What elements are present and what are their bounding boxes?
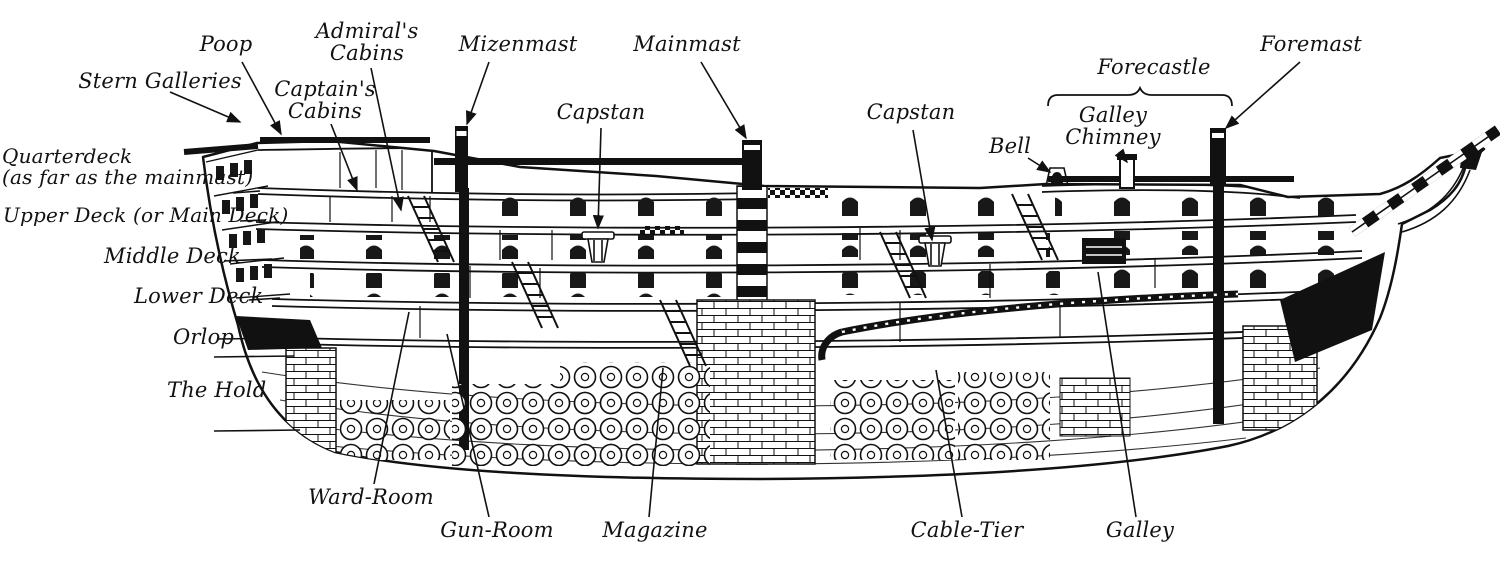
leader-cable-tier: [935, 369, 963, 518]
label-orlop: Orlop: [173, 325, 235, 349]
hull-interior: [205, 147, 1385, 466]
stern-masonry: [285, 347, 337, 461]
leader-capstan-aft: [592, 127, 604, 230]
leader-middle-deck: [223, 258, 273, 262]
galley-stove: [1082, 238, 1126, 264]
label-middle-deck: Middle Deck: [104, 244, 241, 268]
foremast-lower: [1213, 184, 1224, 424]
label-magazine: Magazine: [602, 518, 708, 542]
stern-galleries-shape: [205, 149, 291, 299]
leader-galley-chimney: [1114, 148, 1128, 164]
galley-chimney-shape: [1117, 154, 1137, 189]
leader-foremast: [1224, 61, 1301, 130]
label-lower-deck: Lower Deck: [134, 284, 264, 308]
label-mainmast: Mainmast: [633, 32, 741, 56]
hatch-grating: [768, 188, 828, 198]
leader-quarterdeck: [232, 190, 261, 194]
leader-galley: [1097, 271, 1137, 518]
label-forecastle: Forecastle: [1097, 55, 1211, 79]
leader-gun-room: [446, 333, 490, 518]
leader-orlop: [216, 337, 293, 340]
label-the-hold: The Hold: [167, 378, 267, 402]
label-cable-tier: Cable-Tier: [910, 518, 1024, 542]
forecastle-brace: [1047, 85, 1233, 107]
label-galley-chimney: Galley Chimney: [1065, 103, 1161, 150]
bow-waterline-black: [1280, 252, 1385, 362]
leader-mainmast: [700, 61, 747, 140]
leader-ward-room: [373, 311, 410, 485]
label-ward-room: Ward-Room: [308, 485, 434, 509]
label-quarterdeck: Quarterdeck (as far as the mainmast): [2, 144, 254, 190]
label-capstan-aft: Capstan: [556, 100, 646, 124]
leader-stern-galleries: [169, 91, 242, 123]
gunports: [300, 194, 1340, 297]
capstan-aft-shape: [581, 231, 615, 263]
hold-barrels: [340, 362, 1131, 466]
leader-mizenmast: [466, 61, 490, 126]
magazine-structure: [696, 299, 816, 465]
leader-poop: [241, 61, 282, 136]
label-captains-cabins: Captain's Cabins: [274, 77, 376, 124]
anchor-cable: [818, 290, 1239, 361]
bulwark-rails: [260, 137, 1294, 182]
label-poop: Poop: [199, 32, 253, 56]
label-capstan-fore: Capstan: [866, 100, 956, 124]
leader-captains-cabins: [330, 123, 358, 192]
bell-shape: [1045, 167, 1069, 187]
stern-spar: [183, 143, 259, 155]
label-upper-deck: Upper Deck (or Main Deck): [3, 203, 289, 227]
label-admirals-cabins: Admiral's Cabins: [315, 19, 419, 66]
leader-admirals-cabins: [370, 67, 404, 212]
leader-capstan-fore: [912, 129, 936, 242]
leader-lower-deck: [248, 297, 281, 301]
bow-head: [1348, 125, 1500, 237]
label-galley: Galley: [1105, 518, 1175, 542]
label-gun-room: Gun-Room: [440, 518, 554, 542]
label-stern-galleries: Stern Galleries: [78, 69, 242, 93]
mizenmast-lower: [459, 188, 469, 450]
stern-waterline-black: [236, 316, 322, 350]
label-foremast: Foremast: [1260, 32, 1362, 56]
leader-magazine: [648, 367, 664, 518]
leader-hold-lower: [213, 429, 301, 432]
leader-hold-upper: [213, 355, 295, 358]
hatch-grating: [640, 226, 684, 235]
label-mizenmast: Mizenmast: [458, 32, 578, 56]
leader-upper-deck: [239, 219, 267, 222]
leader-lines: [169, 61, 1301, 518]
label-bell: Bell: [988, 134, 1032, 158]
leader-bell: [1027, 157, 1052, 173]
